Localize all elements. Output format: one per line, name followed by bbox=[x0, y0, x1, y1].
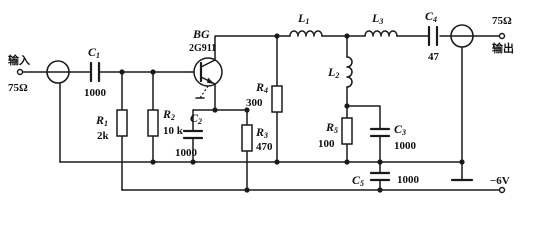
r3-ref: R3 bbox=[255, 125, 268, 140]
c4-ref: C4 bbox=[425, 9, 437, 24]
r4-value: 300 bbox=[246, 97, 263, 109]
supply-terminal bbox=[498, 186, 506, 194]
r2-value: 10 k bbox=[163, 125, 184, 137]
amplifier-schematic: 输入 75Ω C1 1000 R1 2k R2 10 k BG 2G911 C2… bbox=[8, 9, 514, 194]
junction-dots bbox=[119, 33, 465, 193]
wires bbox=[21, 35, 501, 191]
r5-value: 100 bbox=[318, 138, 335, 150]
inductor-l3 bbox=[364, 30, 398, 37]
resistor-r2 bbox=[147, 109, 159, 137]
capacitor-c4 bbox=[427, 25, 439, 47]
output-terminal bbox=[498, 32, 506, 40]
capacitor-c3 bbox=[369, 127, 391, 138]
output-coax-connector bbox=[450, 24, 474, 48]
transistor-ref: BG bbox=[192, 27, 210, 41]
c1-value: 1000 bbox=[84, 87, 107, 99]
r5-ref: R5 bbox=[325, 120, 338, 135]
capacitor-c2 bbox=[182, 129, 204, 140]
inductor-l1 bbox=[289, 30, 323, 37]
capacitor-c1 bbox=[89, 61, 101, 83]
r3-value: 470 bbox=[256, 141, 273, 153]
output-impedance: 75Ω bbox=[492, 15, 512, 27]
r1-ref: R1 bbox=[95, 113, 108, 128]
c3-value: 1000 bbox=[394, 140, 417, 152]
resistor-r5 bbox=[341, 117, 353, 145]
resistor-r3 bbox=[241, 124, 253, 152]
c3-ref: C3 bbox=[394, 122, 406, 137]
c2-ref: C2 bbox=[190, 111, 202, 126]
l2-ref: L2 bbox=[327, 65, 339, 80]
c4-value: 47 bbox=[428, 51, 440, 63]
transistor-bg bbox=[193, 57, 223, 99]
input-coax-connector bbox=[46, 60, 70, 84]
r4-ref: R4 bbox=[255, 80, 268, 95]
capacitor-c5 bbox=[369, 171, 391, 182]
transistor-part: 2G911 bbox=[189, 43, 216, 54]
inductor-l2 bbox=[346, 56, 353, 88]
l3-ref: L3 bbox=[371, 11, 383, 26]
input-label: 输入 bbox=[8, 53, 30, 67]
r2-ref: R2 bbox=[162, 107, 175, 122]
resistor-r1 bbox=[116, 109, 128, 137]
c5-value: 1000 bbox=[397, 174, 420, 186]
supply-voltage: −6V bbox=[490, 175, 510, 187]
c1-ref: C1 bbox=[88, 45, 100, 60]
input-impedance: 75Ω bbox=[8, 82, 28, 94]
c5-ref: C5 bbox=[352, 173, 364, 188]
c2-value: 1000 bbox=[175, 147, 198, 159]
input-terminal bbox=[16, 68, 24, 76]
resistor-r4 bbox=[271, 85, 283, 113]
output-label: 输出 bbox=[492, 41, 514, 55]
r1-value: 2k bbox=[97, 130, 110, 142]
l1-ref: L1 bbox=[297, 11, 309, 26]
